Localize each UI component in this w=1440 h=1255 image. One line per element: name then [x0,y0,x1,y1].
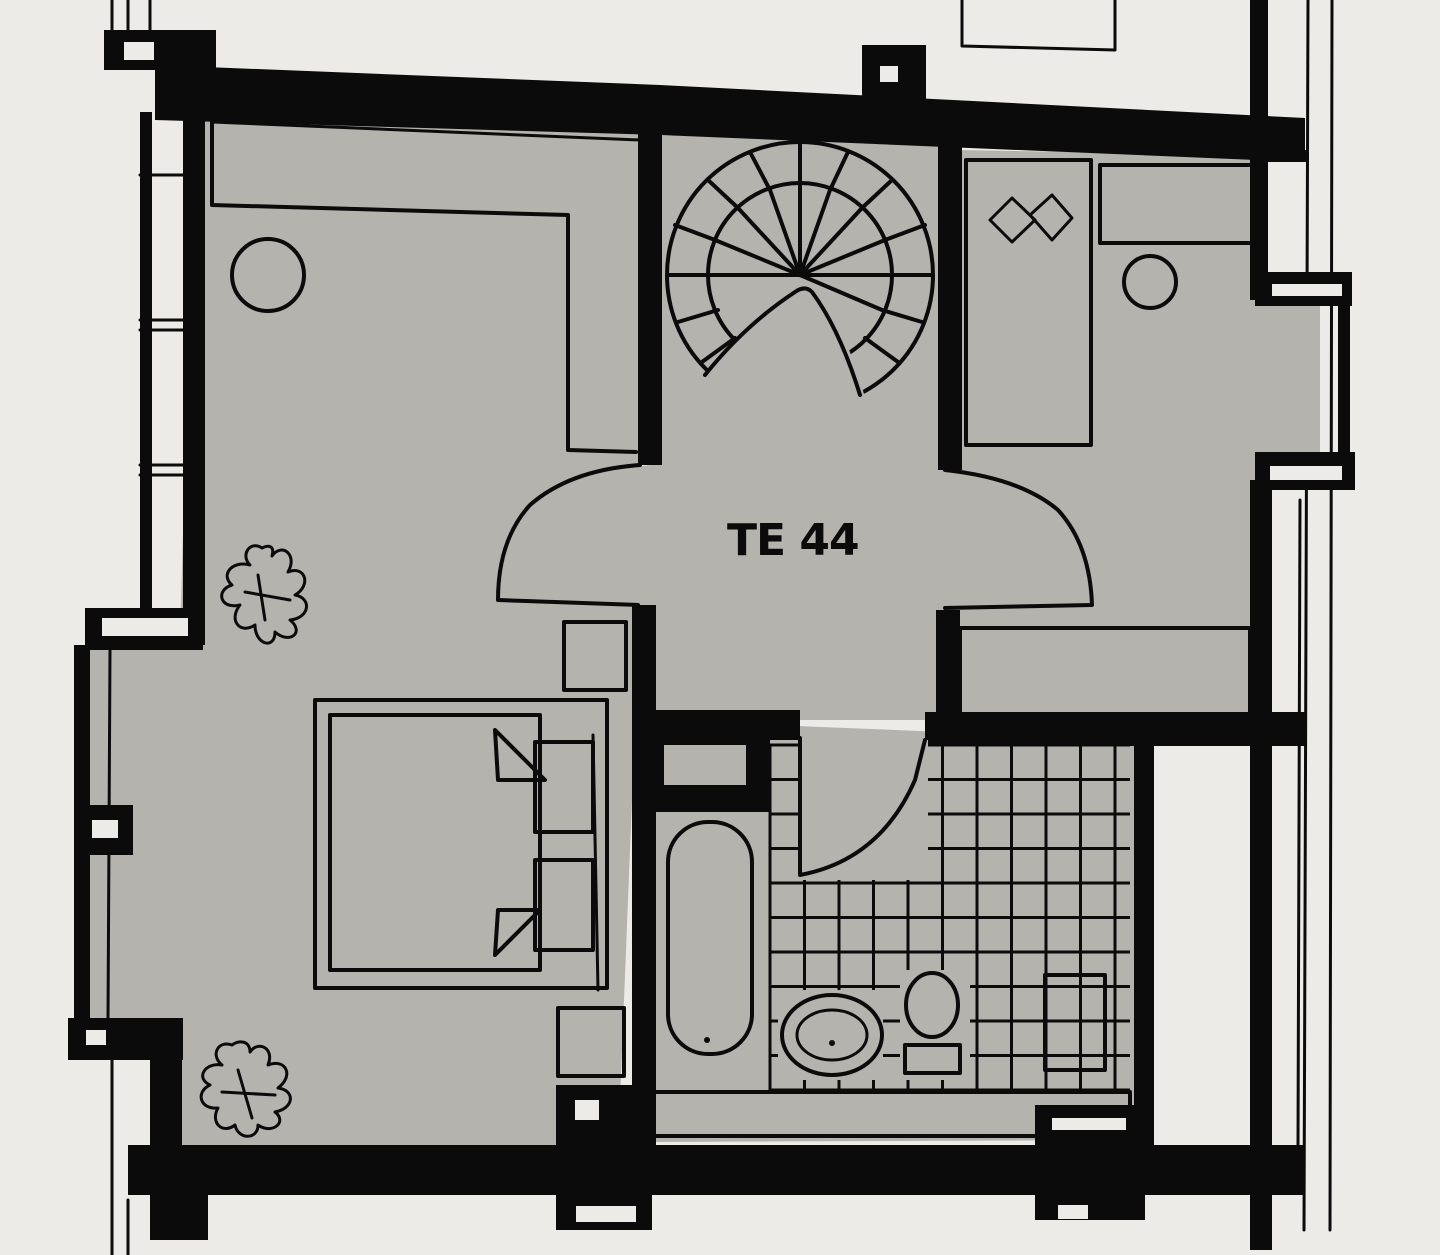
second-room-furniture [958,158,1254,718]
bathroom-floor [650,720,1140,1142]
landing-wall-right-lower [936,610,960,725]
bottom-wall [128,1145,1305,1195]
bedroom-furniture [199,120,642,1138]
wardrobe-outline [210,120,638,454]
bedside-cabinet-bottom [556,1006,626,1078]
bed-mattress [328,713,542,972]
walls [68,0,1355,1250]
bath-cabinet [1043,973,1107,1072]
bedside-cabinet-top [562,620,628,692]
bathroom [650,736,1132,1138]
left-window-jamb [183,115,205,645]
unit-label: TE 44 [727,515,859,566]
single-bed [964,158,1093,447]
landing-wall-left-lower [632,605,656,1145]
round-table-left [230,237,306,313]
cabinet-lower-right [958,626,1252,718]
pillow-bottom [533,858,595,952]
landing-outline [496,463,1094,610]
washbasin [780,993,884,1077]
bath-door-swing [798,736,927,877]
top-wall-left [155,65,660,135]
bed-cover-fold-bottom [493,908,542,957]
bathtub [666,820,754,1056]
bed-cover-fold-top [493,728,547,782]
cushion-shapes [988,193,1074,244]
plant-upper [220,544,308,645]
round-table-right [1122,254,1178,310]
right-wall-lower [1250,480,1272,1250]
toilet [904,971,960,1039]
bedroom-floor [80,112,640,1150]
landing-wall-right-upper [938,140,962,470]
spiral-staircase [665,140,935,470]
toilet-cistern [903,1043,962,1075]
bath-bottom-shelf [650,1090,1132,1138]
bath-right-wall [1134,740,1154,1145]
top-wall-right [660,85,1305,162]
bed-frame [313,698,609,990]
bottom-left-pier [150,1190,208,1240]
landing-wall-left-upper [638,130,662,465]
desk-top-right [1098,163,1254,245]
plant-lower [199,1040,292,1138]
second-room-floor [950,150,1320,720]
